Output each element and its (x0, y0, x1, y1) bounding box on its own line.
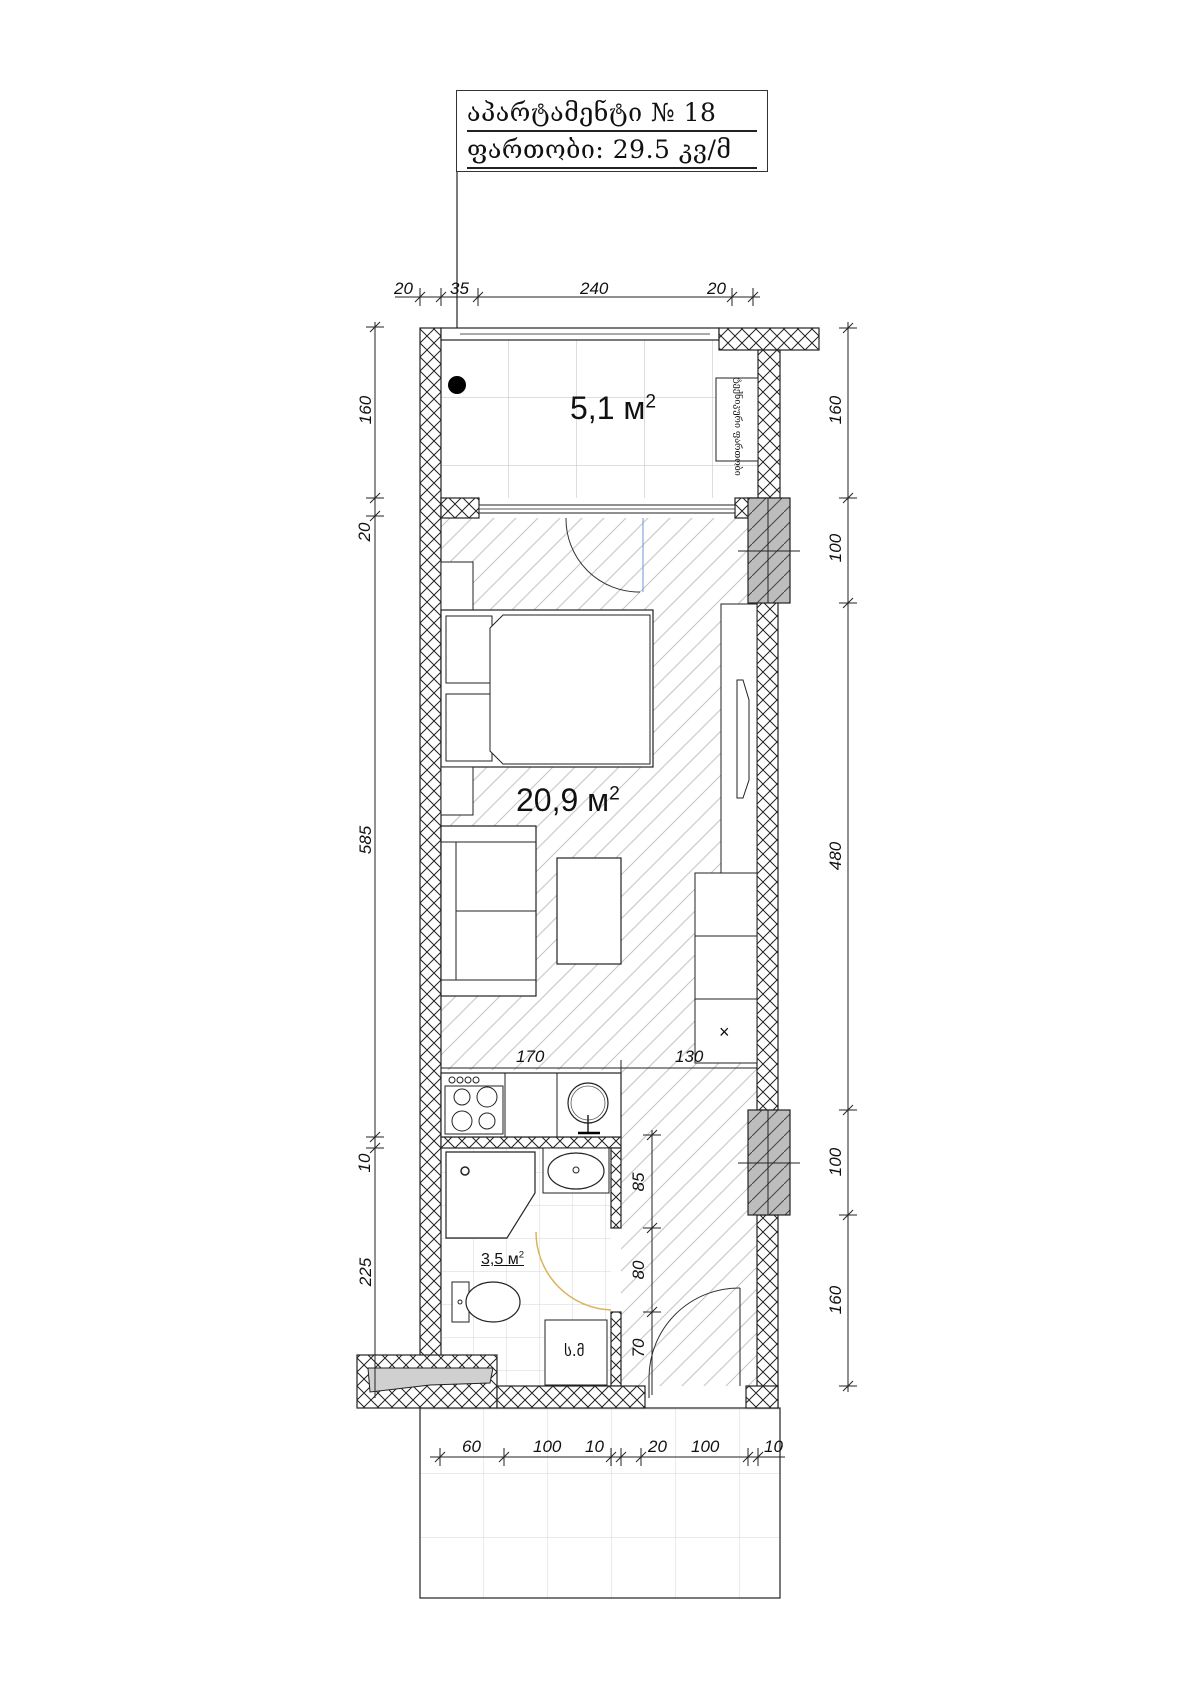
bottom-wall (496, 1385, 646, 1409)
shower-drain (460, 1166, 470, 1176)
left-wall (419, 327, 442, 1359)
kitchen-bath-wall (440, 1136, 622, 1149)
washing-machine (544, 1319, 608, 1386)
dim-corridor-2: 80 (629, 1260, 648, 1280)
nightstand-bottom (440, 766, 474, 816)
dim-left-4: 10 (355, 1153, 374, 1173)
dim-bottom-5: 100 (691, 1437, 720, 1456)
pillow-2 (445, 693, 493, 762)
tv (736, 679, 750, 799)
bathroom-area-exp: 2 (518, 1249, 525, 1261)
living-area-value: 20,9 м (516, 782, 610, 818)
title-block: აპარტამენტი № 18 ფართობი: 29.5 კვ/მ (456, 90, 768, 172)
dim-corridor-3: 70 (629, 1338, 648, 1358)
divider-wall-left (440, 497, 480, 519)
living-area-exp: 2 (609, 783, 620, 805)
blanket (489, 614, 651, 765)
dim-kitchen-1: 170 (516, 1047, 545, 1066)
dim-left-2: 20 (355, 522, 374, 542)
dim-top-1: 20 (394, 279, 413, 298)
apartment-area: ფართობი: 29.5 კვ/მ (467, 132, 757, 169)
balcony-area-label: 5,1 м2 (570, 390, 656, 427)
bathroom-area-label: 3,5 м2 (481, 1249, 525, 1269)
right-balcony-wall (757, 349, 781, 499)
dim-top-2: 35 (450, 279, 469, 298)
dim-right-3: 480 (826, 841, 845, 871)
marker-dot (448, 376, 466, 394)
dim-bottom-1: 60 (462, 1437, 481, 1456)
bath-right-wall-lower (610, 1311, 622, 1387)
bath-sink (547, 1152, 605, 1190)
dim-left-1: 160 (356, 395, 375, 425)
dim-right-4: 100 (826, 1147, 845, 1177)
dim-right-2: 100 (826, 533, 845, 563)
nightstand-top (440, 561, 474, 611)
planter (367, 1367, 494, 1393)
right-wall-lower (756, 1214, 779, 1409)
entry-door-swing (648, 1287, 741, 1378)
dim-right-1: 160 (826, 395, 845, 425)
pillow-1 (445, 615, 493, 684)
appliance-cross: × (719, 1022, 730, 1042)
bath-right-wall-upper (610, 1147, 622, 1229)
dim-left-5: 225 (356, 1257, 375, 1287)
dim-kitchen-2: 130 (675, 1047, 704, 1066)
dim-bottom-2: 100 (533, 1437, 562, 1456)
apartment-number: აპარტამენტი № 18 (467, 95, 757, 132)
kitchen-cabinets-right (694, 872, 758, 1064)
dim-right-5: 160 (826, 1285, 845, 1315)
bottom-right-wall (745, 1385, 779, 1409)
washing-machine-label: ს.მ (564, 1342, 585, 1360)
technical-area-label: ტექნიკური ფართობი (732, 377, 742, 476)
bath-door-swing (535, 1231, 612, 1311)
living-area-label: 20,9 м2 (516, 782, 620, 819)
balcony-door-swing (565, 517, 641, 593)
bathroom-area-value: 3,5 м (481, 1251, 519, 1268)
top-right-wall (718, 327, 820, 351)
balcony-area-value: 5,1 м (570, 390, 646, 426)
dim-top-4: 20 (707, 279, 726, 298)
toilet-bowl (465, 1281, 521, 1323)
dim-left-3: 585 (356, 825, 375, 855)
dim-bottom-4: 20 (648, 1437, 667, 1456)
terrace-floor (419, 1407, 781, 1599)
technical-area-box (715, 377, 759, 462)
right-wall-upper (756, 599, 779, 1111)
dim-bottom-3: 10 (585, 1437, 604, 1456)
dim-bottom-6: 10 (764, 1437, 783, 1456)
balcony-area-exp: 2 (645, 391, 657, 413)
dim-corridor-1: 85 (629, 1172, 648, 1192)
balcony-floor (441, 340, 758, 498)
coffee-table (556, 857, 622, 965)
dim-top-3: 240 (580, 279, 609, 298)
